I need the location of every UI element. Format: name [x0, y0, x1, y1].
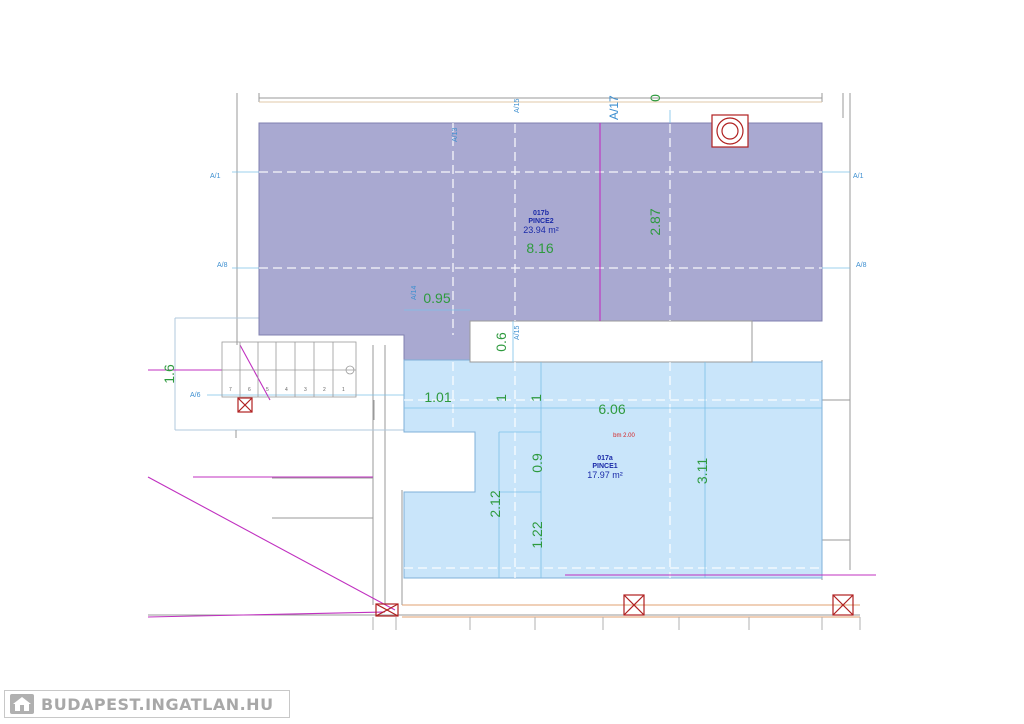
dimension-0: 0 [647, 94, 663, 102]
room-pince2-code: 017b [533, 210, 549, 217]
dimension-0-95: 0.95 [423, 290, 450, 306]
stair-step-6: 6 [248, 387, 251, 393]
stair-step-5: 5 [266, 387, 269, 393]
stair-step-4: 4 [285, 387, 288, 393]
room-pince1-code: 017a [597, 455, 613, 462]
vent-icon [237, 397, 253, 413]
room-pince1-area-label: 17.97 m² [587, 470, 623, 480]
axis-label-a1-right: A/1 [853, 173, 864, 180]
axis-label-a15-top: A/15 [514, 98, 521, 113]
dimension-1-01: 1.01 [424, 389, 451, 405]
brand-logo-text: BUDAPEST.INGATLAN.HU [41, 694, 274, 714]
notch-area [469, 320, 753, 363]
staircase [221, 341, 357, 398]
room-pince2-area-label: 23.94 m² [523, 225, 559, 235]
dimension-2-87: 2.87 [647, 208, 663, 235]
axis-label-a17: A/17 [607, 95, 621, 120]
dimension-1-a: 1 [493, 394, 509, 402]
house-icon [10, 694, 34, 714]
dimension-2-12: 2.12 [487, 490, 503, 517]
dimension-0-9: 0.9 [529, 453, 545, 473]
dimension-3-11: 3.11 [694, 458, 710, 484]
magenta-lines [147, 123, 876, 618]
room-pince2-name: PINCE2 [528, 218, 553, 225]
axis-label-a8-left: A/8 [217, 262, 228, 269]
dimension-1-6: 1.6 [161, 364, 177, 384]
stair-step-numbers: 7 6 5 4 3 2 1 [229, 387, 345, 393]
grid-axes [259, 110, 822, 578]
dimension-8-16: 8.16 [526, 240, 553, 256]
stair-step-3: 3 [304, 387, 307, 393]
room-pince1-name: PINCE1 [592, 463, 617, 470]
axis-label-a14: A/14 [411, 285, 418, 300]
dimension-1-22: 1.22 [529, 521, 545, 548]
vent-icon [832, 594, 854, 616]
dimension-6-06: 6.06 [598, 401, 625, 417]
chimney-icon [711, 114, 749, 148]
axis-label-a1-left: A/1 [210, 173, 221, 180]
dimension-1-b: 1 [528, 394, 544, 402]
stair-step-7: 7 [229, 387, 232, 393]
brand-logo: BUDAPEST.INGATLAN.HU [4, 690, 290, 718]
vent-icon [623, 594, 645, 616]
axis-label-a15-mid: A/15 [514, 325, 521, 340]
benchmark-label: bm 2.00 [613, 433, 635, 439]
axis-label-a8-right: A/8 [856, 262, 867, 269]
dimension-0-6: 0.6 [493, 332, 509, 352]
stair-step-2: 2 [323, 387, 326, 393]
stair-step-1: 1 [342, 387, 345, 393]
axis-label-a6: A/6 [190, 392, 201, 399]
axis-label-a13: A/13 [452, 127, 459, 142]
dimension-lines [207, 110, 850, 578]
vent-icon [375, 603, 399, 617]
bottom-ticks [372, 617, 861, 630]
